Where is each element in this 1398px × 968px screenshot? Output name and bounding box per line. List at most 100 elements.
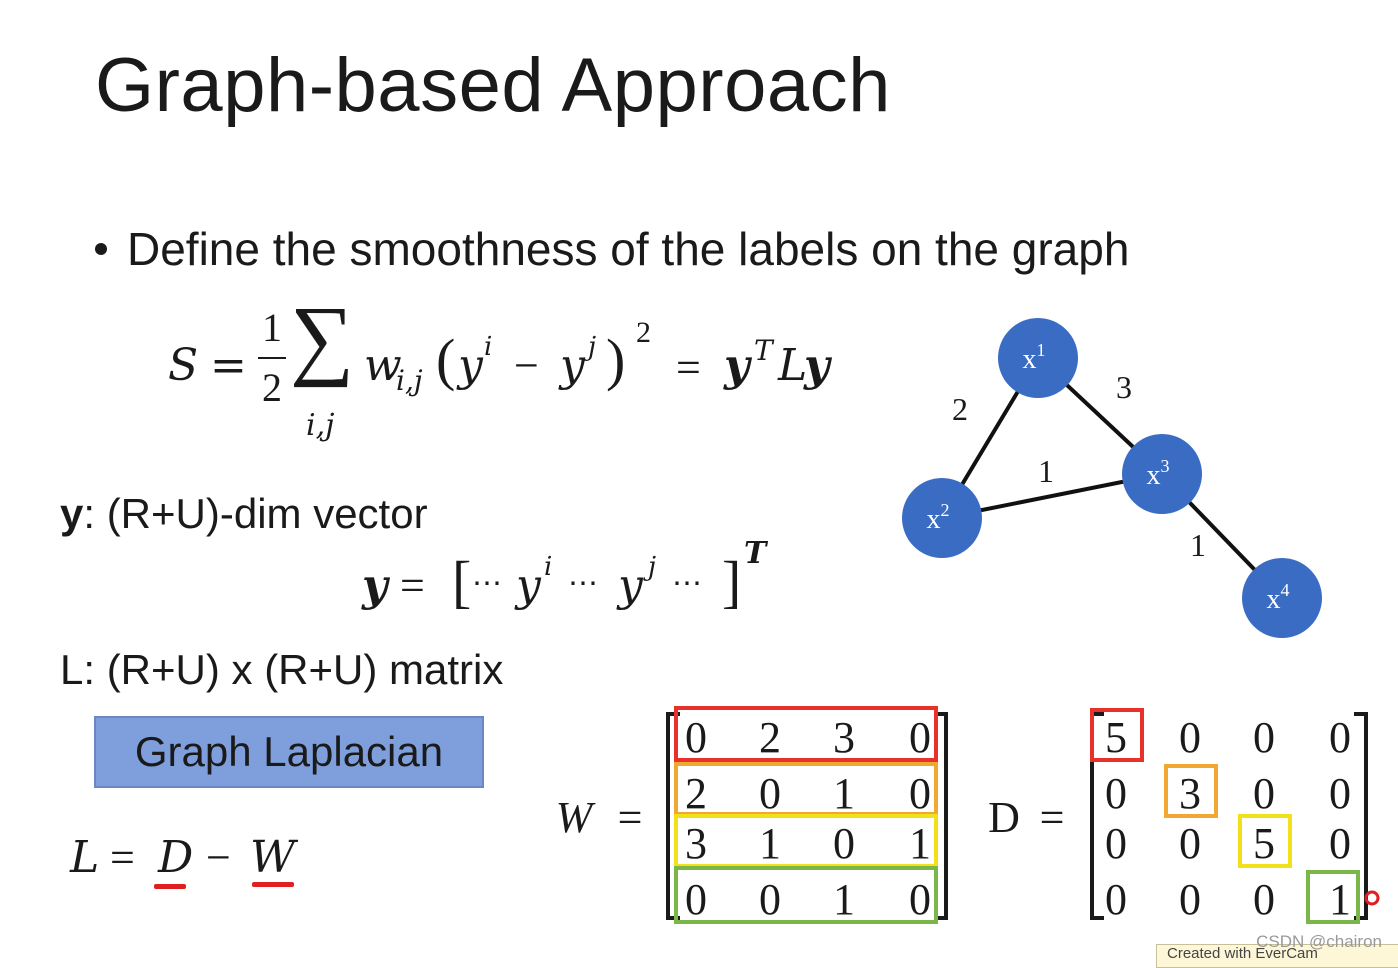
d-diag-highlight-4	[1306, 870, 1360, 924]
bullet-text: Define the smoothness of the labels on t…	[127, 223, 1130, 275]
w-matrix-name: W	[556, 793, 596, 842]
y-vec-eq: =	[400, 561, 425, 610]
y-vec-dots2: ⋯	[568, 567, 598, 600]
w-row-highlight-4	[674, 866, 938, 924]
d-cell-r3c4: 0	[1329, 819, 1351, 868]
fraction-bar	[258, 357, 286, 359]
formula-eq2: =	[676, 343, 701, 392]
formula-eq: =	[210, 340, 247, 391]
formula-yi: y	[458, 340, 483, 391]
w-row-highlight-3	[674, 814, 938, 868]
d-cell-r4c1: 0	[1105, 875, 1127, 924]
y-vector-label: y: (R+U)-dim vector	[60, 490, 428, 538]
w-underline	[252, 882, 294, 887]
w-cell-r1c1: 0	[685, 713, 707, 762]
d-cell-r3c3: 5	[1253, 819, 1275, 868]
w-cell-r4c1: 0	[685, 875, 707, 924]
d-diag-highlight-2	[1164, 764, 1218, 818]
paren-open: (	[436, 327, 456, 392]
bullet-dot	[95, 242, 107, 255]
formula-w: w	[364, 340, 402, 391]
eq-l: L	[70, 832, 100, 883]
d-matrix-eq: =	[1040, 793, 1065, 842]
d-underline	[154, 884, 186, 889]
y-vec-dots3: ⋯	[672, 567, 702, 600]
w-cell-r2c2: 0	[759, 769, 781, 818]
node-x2	[902, 478, 982, 558]
y-vec-lhs: y	[362, 560, 388, 611]
d-cell-r2c4: 0	[1329, 769, 1351, 818]
formula-rhs-y2: y	[804, 340, 830, 391]
sigma-symbol: ∑	[290, 289, 355, 388]
formula-square: 2	[636, 316, 651, 349]
d-cell-r2c1: 0	[1105, 769, 1127, 818]
y-bold: y	[60, 490, 84, 537]
d-cell-r4c2: 0	[1179, 875, 1201, 924]
w-cell-r4c4: 0	[909, 875, 931, 924]
y-vec-open: [	[452, 549, 472, 614]
w-cell-r1c2: 2	[759, 713, 781, 762]
edge-weight-x2-x3: 1	[1038, 453, 1054, 489]
smoothness-formula: S = 1 2 ∑ i,j w i,j ( y i − y j ) 2 = y …	[0, 0, 830, 444]
formula-rhs-l: L	[778, 340, 808, 391]
pointer-dot	[1364, 890, 1380, 906]
d-cell-r1c3: 0	[1253, 713, 1275, 762]
d-cell-r4c4: 1	[1329, 875, 1351, 924]
formula-rhs-y: y	[724, 340, 750, 391]
w-cell-r1c4: 0	[909, 713, 931, 762]
w-matrix-eq: =	[618, 793, 643, 842]
formula-rhs-t: T	[754, 334, 773, 367]
y-vec-yi: y	[516, 560, 541, 611]
d-bracket-left	[1090, 712, 1104, 920]
eq-d: D	[158, 832, 194, 883]
d-cell-r1c2: 0	[1179, 713, 1201, 762]
slide-title: Graph-based Approach	[95, 43, 891, 128]
d-cell-r2c3: 0	[1253, 769, 1275, 818]
w-bracket-right	[934, 712, 948, 920]
d-cell-r4c3: 0	[1253, 875, 1275, 924]
w-cell-r1c3: 3	[833, 713, 855, 762]
d-cell-r1c1: 5	[1105, 713, 1127, 762]
y-vec-yi-sup: i	[544, 552, 553, 582]
d-cell-r2c2: 3	[1179, 769, 1201, 818]
node-x3	[1122, 434, 1202, 514]
laplacian-equation: L = D − W	[0, 0, 295, 889]
w-cell-r3c4: 1	[909, 819, 931, 868]
formula-frac-num: 1	[262, 305, 282, 350]
d-diag-highlight-3	[1238, 814, 1292, 868]
watermark: CSDN @chairon	[1256, 932, 1382, 951]
eq-minus: −	[206, 833, 231, 882]
sum-subscript: i,j	[306, 408, 335, 443]
formula-minus: −	[514, 341, 539, 390]
formula-yj-sup: j	[588, 332, 597, 362]
graph-laplacian-label: Graph Laplacian	[134, 728, 444, 775]
w-row-highlight-1	[674, 706, 938, 762]
d-cell-r3c2: 0	[1179, 819, 1201, 868]
paren-close: )	[606, 327, 626, 392]
l-matrix-label: L: (R+U) x (R+U) matrix	[60, 646, 504, 693]
node-x4	[1242, 558, 1322, 638]
edge-weight-x3-x4: 1	[1190, 527, 1206, 563]
y-vec-yj: y	[618, 560, 643, 611]
y-vec-dots1: ⋯	[472, 567, 502, 600]
w-cell-r2c3: 1	[833, 769, 855, 818]
graph-laplacian-box: Graph Laplacian	[94, 716, 484, 788]
formula-yi-sup: i	[484, 332, 493, 362]
y-vec-close: ]	[722, 549, 742, 614]
y-vector-formula: y = [ ⋯ y i ⋯ y j ⋯ ] T	[0, 0, 766, 614]
edge-weight-x1-x2: 2	[952, 391, 968, 427]
w-cell-r2c1: 2	[685, 769, 707, 818]
w-row-highlight-2	[674, 762, 938, 816]
y-label-rest: : (R+U)-dim vector	[83, 490, 428, 537]
w-cell-r3c1: 3	[685, 819, 707, 868]
eq-equals: =	[110, 833, 135, 882]
w-cell-r4c3: 1	[833, 875, 855, 924]
d-diag-highlight-1	[1090, 708, 1144, 762]
formula-w-subscript: i,j	[396, 364, 423, 397]
d-cell-r1c4: 0	[1329, 713, 1351, 762]
edge-weight-x1-x3: 3	[1116, 369, 1132, 405]
y-vec-sup-t: T	[744, 536, 767, 571]
w-cell-r4c2: 0	[759, 875, 781, 924]
